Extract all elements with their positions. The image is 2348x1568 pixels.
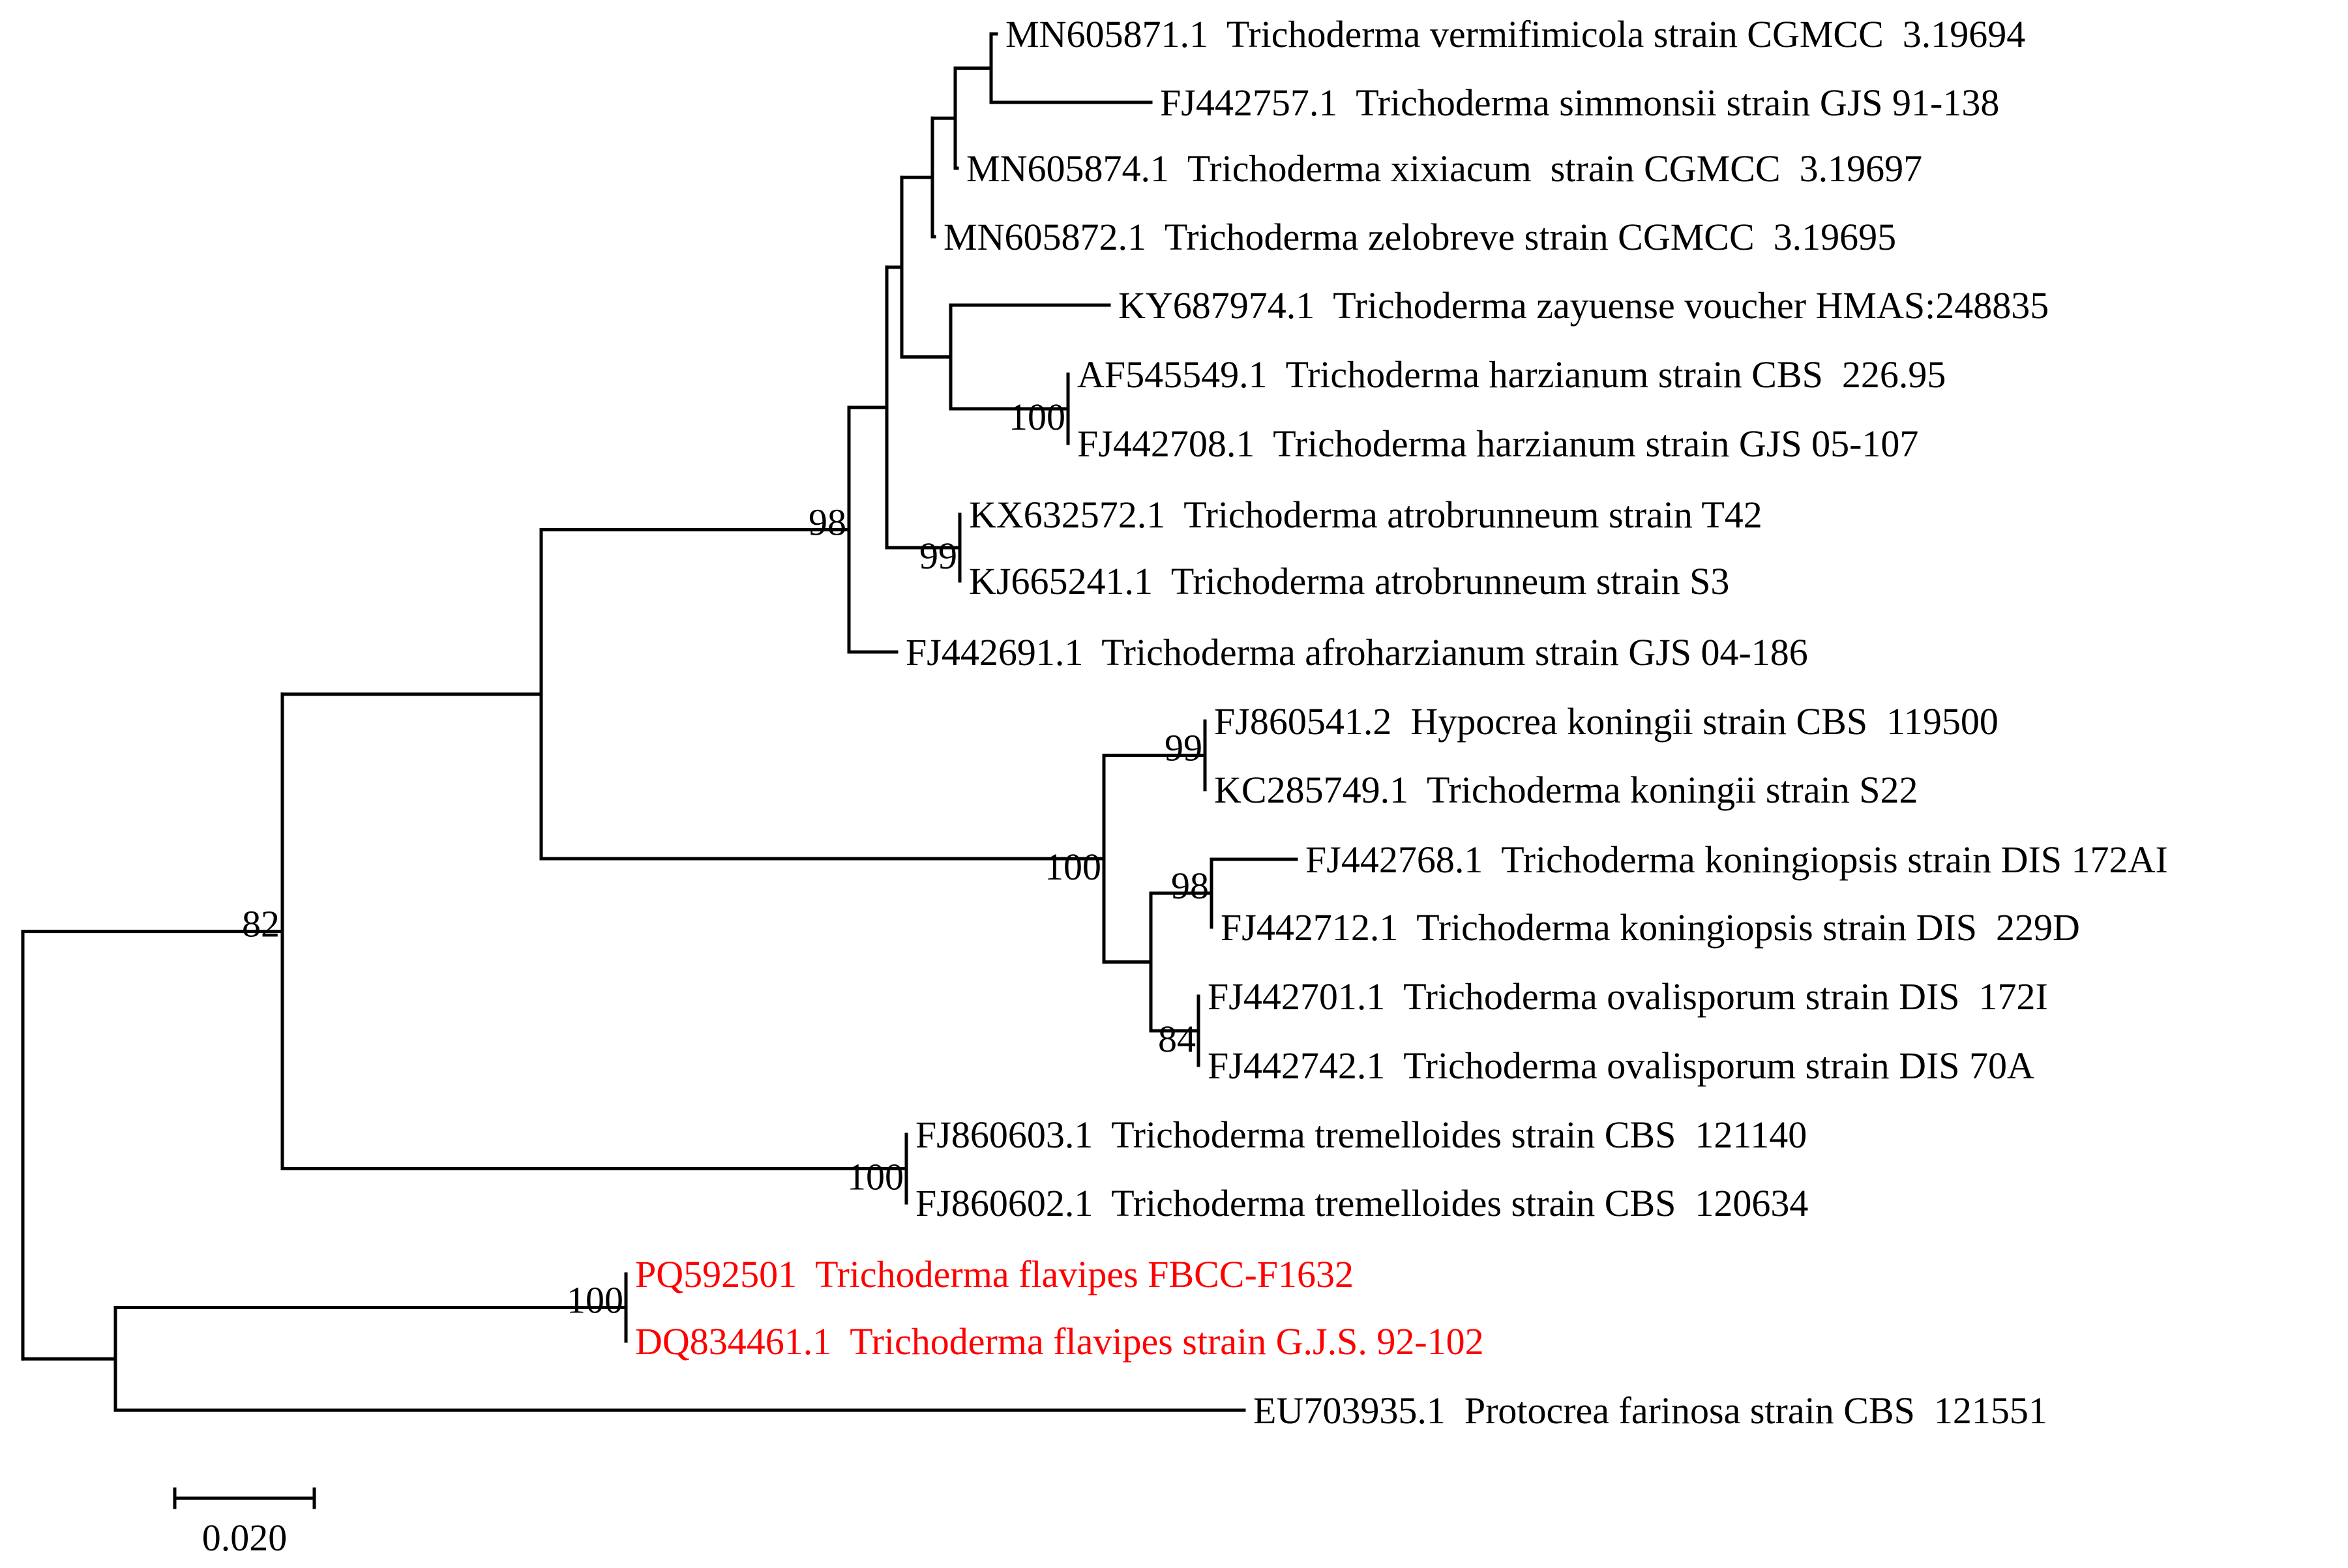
bootstrap-value-n_konclade: 100 (1045, 846, 1101, 888)
taxon-labels: MN605871.1 Trichoderma vermifimicola str… (635, 13, 2168, 1432)
bootstrap-value-n_flav: 100 (567, 1279, 623, 1322)
taxon-label: FJ442742.1 Trichoderma ovalisporum strai… (1208, 1044, 2034, 1087)
bootstrap-value-n_harzclade: 98 (809, 501, 846, 543)
taxon-label: KJ665241.1 Trichoderma atrobrunneum stra… (969, 560, 1729, 602)
bootstrap-values: 100 99 98 99 98 84 100 100 82 100 (242, 396, 1209, 1322)
bootstrap-value-n_konops: 98 (1171, 865, 1209, 907)
bootstrap-value-n_kon: 99 (1165, 727, 1202, 769)
taxon-label: KX632572.1 Trichoderma atrobrunneum stra… (969, 494, 1762, 536)
taxon-label: FJ442708.1 Trichoderma harzianum strain … (1077, 422, 1918, 465)
bootstrap-value-n_oval: 84 (1158, 1018, 1196, 1060)
taxon-label: KC285749.1 Trichoderma koningii strain S… (1214, 769, 1918, 811)
taxon-label: FJ442768.1 Trichoderma koningiopsis stra… (1305, 838, 2168, 881)
taxon-label: MN605872.1 Trichoderma zelobreve strain … (944, 216, 1896, 258)
taxon-label: FJ442757.1 Trichoderma simmonsii strain … (1160, 81, 1999, 124)
bootstrap-value-n_ingroup: 82 (242, 903, 280, 945)
taxon-label: FJ860602.1 Trichoderma tremelloides stra… (915, 1182, 1808, 1224)
bootstrap-value-n_atro: 99 (919, 535, 957, 577)
scale-bar-label: 0.020 (202, 1516, 288, 1559)
taxon-label: FJ442691.1 Trichoderma afroharzianum str… (906, 631, 1808, 673)
taxon-label: PQ592501 Trichoderma flavipes FBCC-F1632 (635, 1253, 1354, 1295)
taxon-label: FJ442712.1 Trichoderma koningiopsis stra… (1221, 906, 2080, 949)
taxon-label: FJ860541.2 Hypocrea koningii strain CBS … (1214, 700, 1999, 743)
taxon-label: MN605871.1 Trichoderma vermifimicola str… (1005, 13, 2025, 55)
bootstrap-value-n_harz: 100 (1009, 396, 1065, 438)
taxon-label: FJ860603.1 Trichoderma tremelloides stra… (915, 1114, 1807, 1156)
taxon-label: AF545549.1 Trichoderma harzianum strain … (1077, 353, 1946, 396)
taxon-label: FJ442701.1 Trichoderma ovalisporum strai… (1208, 975, 2048, 1018)
tree-branches (21, 32, 1298, 1412)
taxon-label: MN605874.1 Trichoderma xixiacum strain C… (966, 147, 1922, 190)
bootstrap-value-n_trem: 100 (847, 1156, 904, 1198)
taxon-label: EU703935.1 Protocrea farinosa strain CBS… (1253, 1389, 2047, 1432)
taxon-label: DQ834461.1 Trichoderma flavipes strain G… (635, 1320, 1484, 1363)
scale-bar: 0.020 (173, 1487, 316, 1559)
taxon-label: KY687974.1 Trichoderma zayuense voucher … (1118, 284, 2049, 327)
